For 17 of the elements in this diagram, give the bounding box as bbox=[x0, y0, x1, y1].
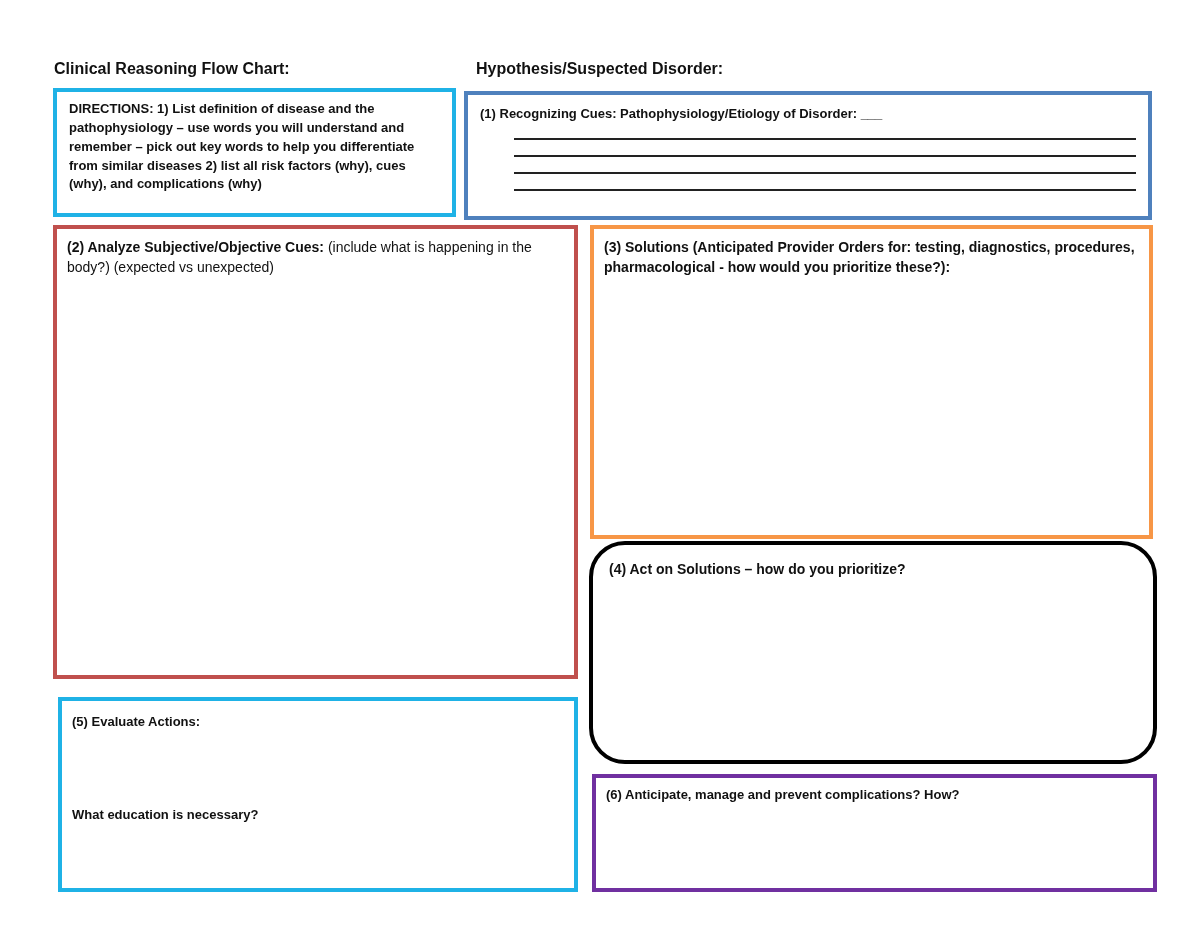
section-box bbox=[590, 225, 1153, 539]
section-box bbox=[592, 774, 1157, 892]
section-heading: (3) Solutions (Anticipated Provider Orders for: testing, diagnostics, procedures, pharmacological - how would you prioritize these?): bbox=[604, 238, 1136, 278]
section-heading: (1) Recognizing Cues: Pathophysiology/Etiology of Disorder: ___ bbox=[480, 105, 884, 123]
section-box bbox=[53, 225, 578, 679]
section-prompt: What education is necessary? bbox=[72, 805, 260, 824]
directions-box bbox=[53, 88, 456, 217]
section-box bbox=[589, 541, 1157, 764]
section-box bbox=[58, 697, 578, 892]
section-box bbox=[464, 91, 1152, 220]
hypothesis-heading: Hypothesis/Suspected Disorder: bbox=[476, 60, 724, 78]
section-heading: (4) Act on Solutions – how do you prioritize? bbox=[609, 560, 907, 579]
chart-title: Clinical Reasoning Flow Chart: bbox=[54, 60, 290, 78]
section-heading: DIRECTIONS: 1) List definition of disease and the pathophysiology – use words you will understand and remember – pick out key words to help you differentiate from similar diseases 2) list all risk factors (why), cues (why), and complications (why) bbox=[69, 100, 416, 194]
section-heading: (6) Anticipate, manage and prevent complications? How? bbox=[606, 786, 961, 804]
section-heading: (2) Analyze Subjective/Objective Cues: (include what is happening in the body?) (expected vs unexpected) bbox=[67, 238, 533, 278]
section-heading: (5) Evaluate Actions: bbox=[72, 713, 202, 731]
